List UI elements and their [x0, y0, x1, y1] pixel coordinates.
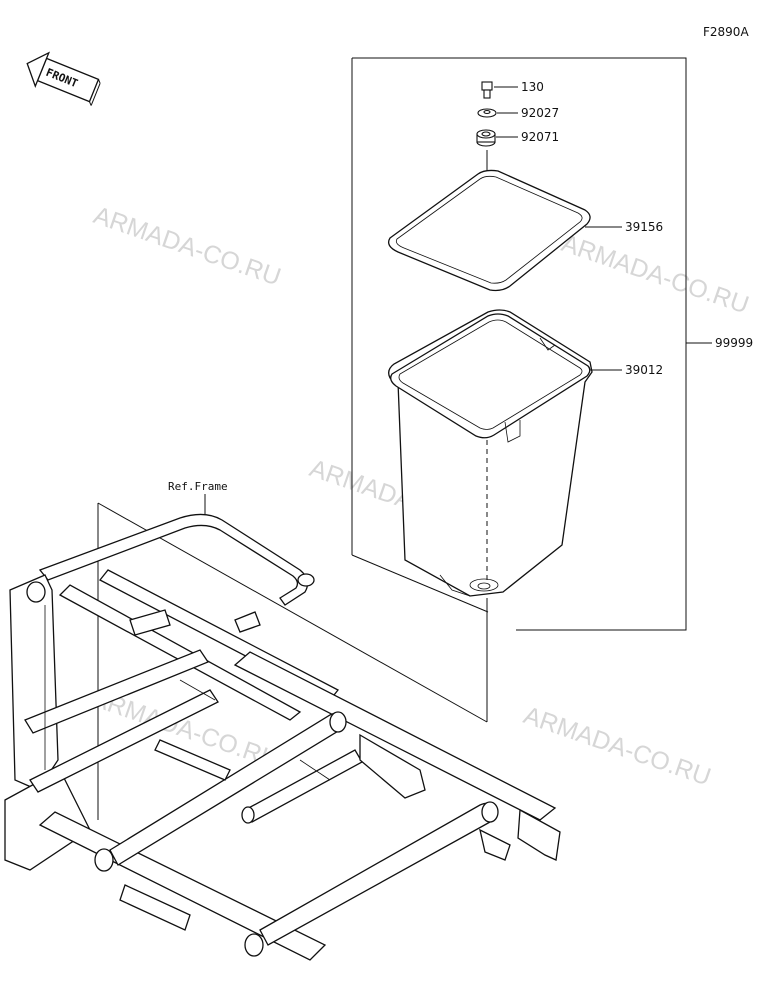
part-number-130: 130 [521, 80, 544, 94]
front-arrow-icon: FRONT [26, 51, 101, 106]
part-number-39156: 39156 [625, 220, 663, 234]
set-bracket [351, 57, 712, 631]
watermark-2: ARMADA-CO.RU [558, 229, 752, 319]
diagram-code: F2890A [703, 25, 749, 39]
ref-frame-leader-diagonal [97, 502, 488, 723]
seal-39156 [387, 169, 622, 292]
watermark-1: ARMADA-CO.RU [90, 201, 284, 291]
vehicle-frame [4, 513, 561, 961]
part-number-92027: 92027 [521, 106, 559, 120]
part-labels: 130 92027 92071 39156 39012 99999 Ref.Fr… [168, 80, 753, 493]
part-number-99999: 99999 [715, 336, 753, 350]
box-39012 [388, 309, 622, 597]
grommet-92071 [476, 129, 518, 147]
bolt-130 [481, 81, 518, 99]
ref-frame-label: Ref.Frame [168, 480, 228, 493]
part-number-92071: 92071 [521, 130, 559, 144]
washer-92027 [477, 108, 518, 118]
part-number-39012: 39012 [625, 363, 663, 377]
watermark-5: ARMADA-CO.RU [520, 701, 714, 791]
